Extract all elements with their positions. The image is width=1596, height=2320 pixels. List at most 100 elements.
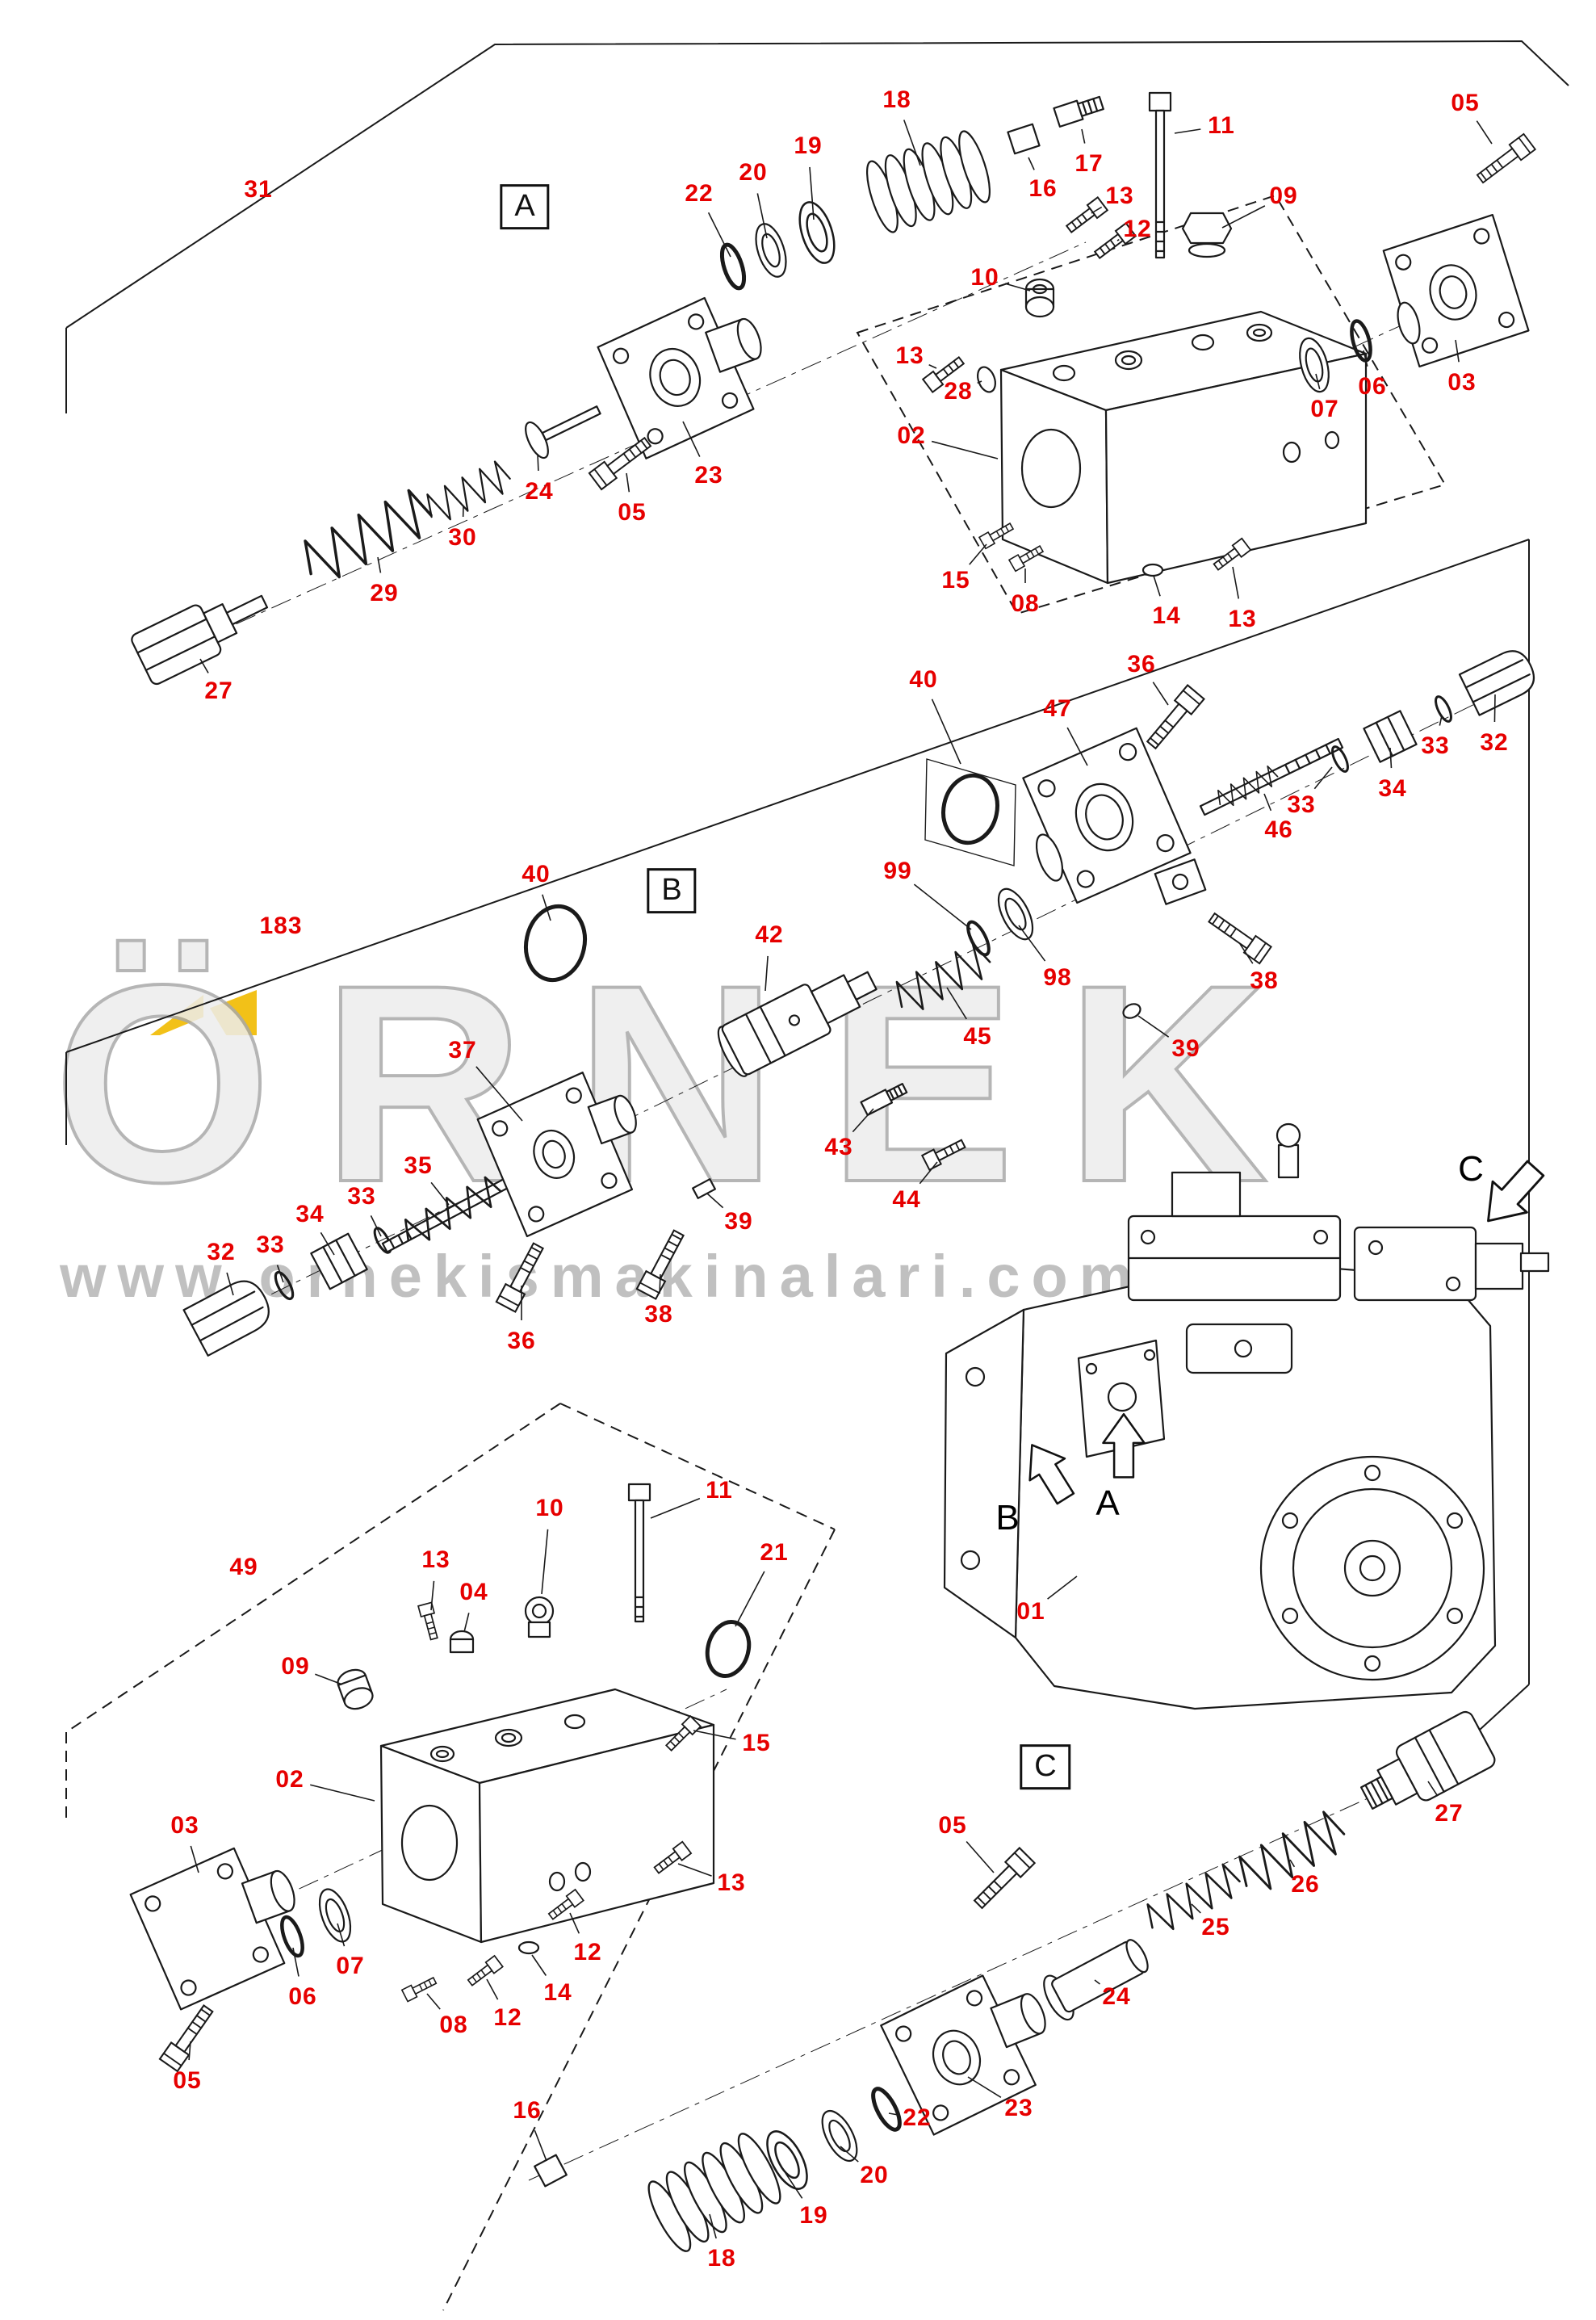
callout-leader-lines — [188, 120, 1496, 2239]
leader-line-02 — [931, 440, 999, 459]
ring-98 — [991, 883, 1041, 946]
callout-07: 07 — [336, 1953, 365, 1979]
leader-line-07 — [337, 1923, 346, 1947]
leader-line-42 — [764, 955, 769, 992]
callout-03: 03 — [170, 1812, 199, 1839]
callout-22: 22 — [903, 2104, 932, 2131]
assembly-b — [182, 650, 1535, 1357]
leader-line-32 — [1493, 694, 1496, 723]
callout-19: 19 — [799, 2202, 828, 2229]
leader-line-38 — [1239, 943, 1254, 964]
callout-02: 02 — [275, 1766, 304, 1793]
leader-line-46 — [1263, 793, 1272, 812]
leader-line-20 — [840, 2146, 859, 2163]
callout-38: 38 — [644, 1301, 673, 1328]
leader-line-05 — [188, 2041, 191, 2061]
leader-line-33 — [1439, 715, 1443, 726]
flange-hub-03-c — [241, 1869, 295, 1924]
callout-16: 16 — [1028, 175, 1058, 202]
leader-line-40 — [542, 894, 551, 921]
fitting-17 — [1053, 95, 1104, 128]
callout-36: 36 — [1127, 651, 1156, 678]
leader-line-21 — [735, 1571, 765, 1627]
callout-14: 14 — [543, 1979, 572, 2006]
valve-27-c — [1359, 1710, 1496, 1810]
leader-line-27 — [199, 658, 209, 673]
oring-33-r1 — [1328, 743, 1352, 775]
plug-04 — [449, 1630, 475, 1654]
callout-45: 45 — [963, 1023, 992, 1050]
callout-08: 08 — [1011, 590, 1040, 617]
leader-line-03 — [190, 1845, 199, 1873]
callout-13: 13 — [1105, 182, 1134, 209]
flange-hub-23-c — [990, 1993, 1046, 2049]
spring-30 — [421, 458, 516, 527]
spring-29 — [295, 485, 440, 589]
callout-42: 42 — [755, 921, 784, 948]
leader-line-33 — [1313, 766, 1333, 790]
leader-line-45 — [946, 987, 967, 1020]
leader-line-12 — [569, 1912, 580, 1934]
spool-42 — [717, 971, 878, 1077]
callout-16: 16 — [513, 2097, 542, 2124]
callout-32: 32 — [1480, 729, 1509, 756]
callout-99: 99 — [883, 858, 912, 884]
leader-line-09 — [315, 1673, 343, 1685]
centerlines — [165, 241, 1535, 2181]
adjust-rod-35 — [381, 1170, 524, 1253]
leader-line-39 — [706, 1193, 724, 1209]
callout-12: 12 — [573, 1939, 602, 1965]
valve-block-02-c — [379, 1688, 715, 1944]
callout-09: 09 — [1269, 182, 1298, 209]
leader-line-99 — [913, 883, 972, 930]
callout-34: 34 — [1378, 775, 1407, 802]
leader-line-35 — [430, 1181, 450, 1206]
plug-10-c — [524, 1596, 555, 1638]
oring-33-l1 — [270, 1268, 298, 1303]
leader-line-33 — [276, 1265, 284, 1283]
callout-34: 34 — [295, 1201, 325, 1227]
leader-line-10 — [541, 1529, 549, 1595]
callout-33: 33 — [347, 1183, 376, 1210]
leader-line-47 — [1066, 727, 1088, 766]
leader-line-13 — [677, 1863, 712, 1877]
spacer-16-c — [534, 2154, 568, 2188]
assembly-a — [131, 91, 1536, 686]
ring-07-c — [312, 1884, 358, 1947]
callout-06: 06 — [288, 1983, 317, 2010]
callout-98: 98 — [1043, 964, 1072, 991]
callout-33: 33 — [256, 1231, 285, 1258]
oring-99 — [964, 919, 993, 958]
flange-23 — [597, 296, 755, 459]
leader-line-02 — [310, 1784, 375, 1802]
ring-20 — [749, 219, 793, 282]
leader-line-16 — [1028, 157, 1035, 170]
leader-line-28 — [977, 380, 982, 384]
callout-05: 05 — [1451, 90, 1480, 116]
leader-line-44 — [919, 1161, 938, 1185]
leader-line-23 — [967, 2076, 1002, 2098]
leader-line-25 — [1191, 1903, 1201, 1914]
leader-line-12 — [486, 1978, 499, 2000]
callout-31: 31 — [244, 176, 273, 203]
bellows-18-c — [640, 2128, 789, 2257]
oring-21 — [705, 1620, 752, 1678]
leader-line-11 — [1174, 128, 1201, 134]
leader-line-23 — [682, 421, 701, 457]
leader-line-24 — [1094, 1979, 1100, 1985]
leader-line-14 — [531, 1954, 547, 1976]
callout-07: 07 — [1310, 396, 1339, 422]
section-box-c: C — [1020, 1744, 1071, 1789]
screw-05-c-left — [158, 2001, 218, 2073]
callout-32: 32 — [207, 1239, 236, 1265]
leader-line-98 — [1018, 925, 1046, 962]
washer-14-c — [517, 1940, 540, 1955]
callout-02: 02 — [897, 422, 926, 449]
plug-09-c — [337, 1668, 374, 1710]
leader-line-39 — [1137, 1015, 1170, 1038]
callout-44: 44 — [892, 1186, 921, 1213]
callout-30: 30 — [448, 524, 477, 551]
callout-04: 04 — [459, 1579, 488, 1605]
callout-08: 08 — [439, 2012, 468, 2038]
